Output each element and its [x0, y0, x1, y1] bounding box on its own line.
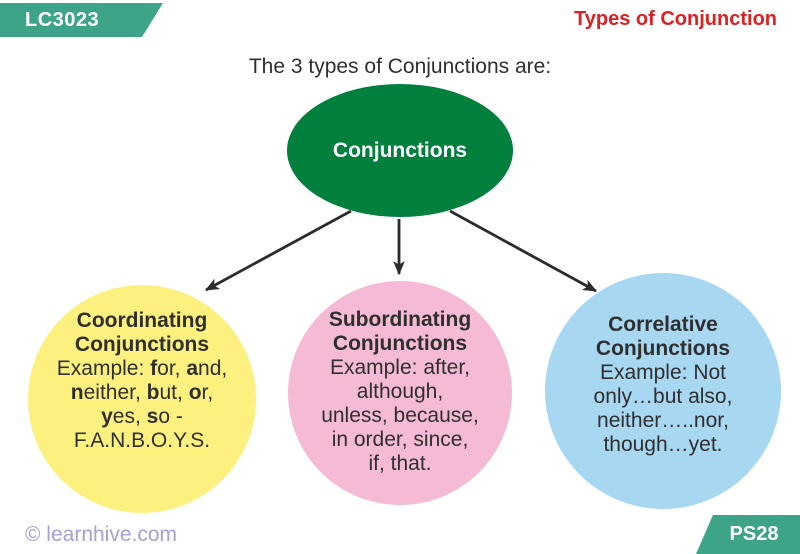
code-ribbon: LC3023: [0, 3, 163, 37]
root-node-conjunctions: Conjunctions: [287, 84, 513, 217]
intro-text: The 3 types of Conjunctions are:: [248, 55, 552, 78]
worksheet-code: LC3023: [25, 8, 100, 31]
arrow-to-coordinating: [204, 209, 352, 292]
page-title: Types of Conjunction: [574, 8, 777, 30]
arrow-to-correlative: [449, 209, 598, 293]
page-number-ribbon: PS28: [696, 515, 800, 554]
page-number: PS28: [729, 523, 779, 545]
copyright-text: © learnhive.com: [25, 523, 178, 546]
branch-examples: Example: for, and,neither, but, or,yes, …: [56, 357, 228, 452]
branch-examples: Example: after,although,unless, because,…: [321, 356, 479, 475]
root-node-label: Conjunctions: [332, 138, 468, 162]
